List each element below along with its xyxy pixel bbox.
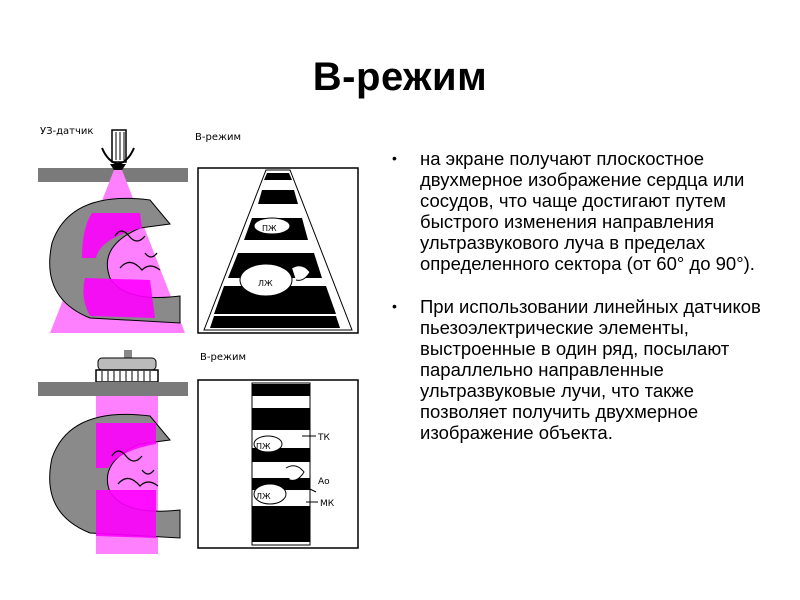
bullet-icon: • [392,298,397,314]
label-pzh-top: ПЖ [262,224,277,233]
label-ao-top: Ао [298,257,310,267]
b-mode-diagram: УЗ-датчик В-режим ПЖ Ао ЛЖ [38,126,359,554]
bullet-text: При использовании линейных датчиков пьез… [420,296,761,443]
b-mode-illustration: УЗ-датчик В-режим ПЖ Ао ЛЖ [30,118,370,558]
bullet-item: • При использовании линейных датчиков пь… [390,296,770,443]
bullet-item: • на экране получают плоскостное двухмер… [390,148,770,274]
linear-probe-diagram: В-режим ПЖ ТК Ао ЛЖ МК [38,350,359,554]
top-mode-label: В-режим [195,132,241,143]
sector-probe-diagram: УЗ-датчик В-режим ПЖ Ао ЛЖ [38,126,359,334]
linear-probe [95,369,159,383]
bullet-icon: • [392,150,397,166]
label-tk: ТК [317,433,330,443]
slide-title: В-режим [312,55,488,99]
label-ao-bottom: Ао [318,477,330,487]
label-lzh-bottom: ЛЖ [256,492,271,501]
bullet-text: на экране получают плоскостное двухмерно… [420,148,755,274]
label-mk: МК [320,499,335,509]
label-lzh-top: ЛЖ [258,279,273,288]
probe-label: УЗ-датчик [40,126,93,137]
bottom-mode-label: В-режим [200,352,246,363]
bullet-list: • на экране получают плоскостное двухмер… [390,148,770,465]
label-pzh-bottom: ПЖ [256,442,271,451]
